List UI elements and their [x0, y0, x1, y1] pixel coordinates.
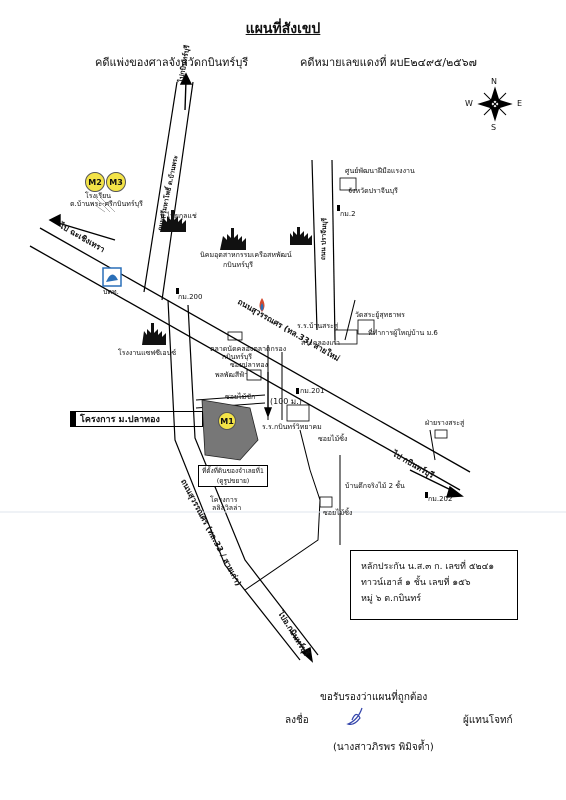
- signer-name: (นางสาวภิรพร พิมิจต้ำ): [333, 742, 434, 753]
- land-location-line1: ที่ตั้งที่ดินของจำเลยที่1: [201, 467, 265, 475]
- label-market-2: กบินทร์บุรี: [222, 353, 253, 361]
- label-school-top: โรงเรียน: [85, 192, 111, 200]
- collateral-line2: ทาวน์เฮาส์ ๑ ชั้น เลขที่ ๑๕๖: [361, 578, 471, 588]
- school-hatch: [94, 196, 116, 213]
- land-location-box: ที่ตั้งที่ดินของจำเลยที่1 (ดูรูปขยาย): [198, 465, 268, 487]
- label-factory-2: นิคมอุตสาหกรรมเครือสหพัฒน์: [200, 251, 292, 259]
- role-label: ผู้แทนโจทก์: [463, 715, 513, 726]
- collateral-line3: หมู่ ๖ ต.กบินทร์: [361, 594, 422, 604]
- label-ptt: ปตท.: [103, 288, 119, 296]
- label-wat-road: ฝ่ายรางสระสู่: [425, 419, 465, 427]
- label-school-mid: ร.ร.บ้านสระสู่: [297, 322, 339, 330]
- label-temple-right: วัดสระยู้สุทธาพร: [355, 311, 405, 319]
- compass-rose: [477, 86, 513, 122]
- badge-m2: M2: [85, 172, 105, 192]
- road-north-left: [143, 81, 194, 301]
- label-soi-right: ซอยไม้ซิ้ง: [318, 435, 348, 443]
- road-north-right: [311, 159, 336, 341]
- label-km2: กม.2: [340, 210, 356, 218]
- label-factory-1: บ.ไทยกุลแช่: [160, 212, 197, 220]
- label-temple-left: ต.บ้านพระ-ศรีกบินทร์บุรี: [70, 200, 143, 208]
- map-title: แผนที่สังเขป: [245, 21, 321, 37]
- label-two-storey: บ้านตึกจริงไม้ 2 ชั้น: [345, 482, 405, 490]
- building-icons: [227, 177, 448, 508]
- badge-m1: M1: [218, 412, 236, 430]
- label-factory-2b: กบินทร์บุรี: [223, 261, 254, 269]
- gas-drop-icon: [259, 298, 265, 312]
- sign-label: ลงชื่อ: [285, 715, 309, 726]
- land-location-line2: (ดูรูปขยาย): [216, 477, 250, 485]
- collateral-info-box: หลักประกัน น.ส.๓ ก. เลขที่ ๕๒๔๑ ทาวน์เฮา…: [350, 550, 518, 620]
- factory-icons: [142, 210, 312, 345]
- label-km202: กม.202: [428, 495, 453, 503]
- label-market: ตลาดนัดคลองตลาดกรอง: [210, 345, 287, 353]
- compass-e: E: [517, 99, 523, 108]
- badge-m3: M3: [106, 172, 126, 192]
- ptt-station-icon: [102, 267, 122, 287]
- label-market-3: ซอยปลาทอง: [230, 361, 268, 369]
- label-factory-3: โรงงานแซฟซีเอนซ์: [118, 349, 177, 357]
- certify-text: ขอรับรองว่าแผนที่ถูกต้อง: [320, 692, 428, 703]
- label-kb-school: ร.ร.กบินทร์วิทยาคม: [262, 423, 322, 431]
- label-soi-bottom: ซอยไม้ซิ้ง: [323, 509, 353, 517]
- compass-n: N: [491, 77, 497, 86]
- plot-m1: [201, 399, 259, 461]
- label-project-bottom: โครงการ: [210, 496, 238, 504]
- km-markers: [176, 205, 428, 498]
- label-distance: (100 ม.): [270, 397, 302, 406]
- compass-w: W: [465, 99, 473, 108]
- court-name: คดีแพ่งของศาลจังหวัดกบินทร์บุรี: [95, 56, 249, 69]
- label-health: ศูนย์พัฒนาฝีมือแรงงาน: [345, 167, 415, 175]
- signature-scribble: [346, 707, 363, 725]
- project-label-box: โครงการ ม.ปลาทอง: [75, 411, 203, 427]
- case-number: คดีหมายเลขแดงที่ ผบE๒๔๙๕/๒๕๖๗: [300, 56, 477, 69]
- road-arrows: [48, 72, 464, 663]
- label-km200: กม.200: [178, 293, 203, 301]
- road-south-old: [167, 299, 319, 661]
- label-health-2: จังหวัดปราจีนบุรี: [348, 187, 398, 195]
- label-project-bottom-2: ลลิลวิลล่า: [212, 504, 242, 512]
- label-pattaya: พลพัฒสีฟ้า: [215, 371, 249, 379]
- compass-s: S: [491, 123, 497, 132]
- label-km201: กม.201: [300, 387, 325, 395]
- label-soi-mai-sak: ซอยไม้ซัก: [225, 393, 256, 401]
- label-office: ที่ทำการผู้ใหญ่บ้าน ม.6: [368, 329, 438, 337]
- label-school-mid-2: สระคลองเก่า: [301, 339, 340, 347]
- collateral-line1: หลักประกัน น.ส.๓ ก. เลขที่ ๕๒๔๑: [361, 562, 495, 572]
- road-label-top-right: ถนน ปราจีนบุรี: [319, 217, 329, 261]
